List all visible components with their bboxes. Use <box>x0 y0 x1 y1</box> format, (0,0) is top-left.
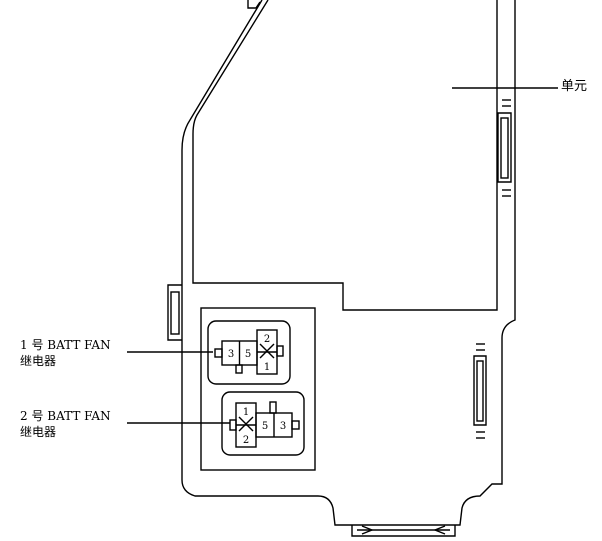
right-connector-lower-slot <box>476 360 484 422</box>
relay1-label-line1: 1 号 BATT FAN <box>20 338 111 352</box>
relay2-terminal-label: 3 <box>280 421 286 432</box>
bottom-connector-arrow-right <box>433 525 446 535</box>
housing-inner-outline <box>192 0 498 311</box>
relay2-right-latch <box>291 420 300 430</box>
right-connector-lower <box>473 355 487 426</box>
relay1-bottom-tab <box>235 364 243 374</box>
relay2-terminal-label: 2 <box>243 435 249 446</box>
relay1-terminal-label: 1 <box>264 362 270 373</box>
top-clip <box>247 0 261 9</box>
relay-panel <box>200 307 316 471</box>
left-connector <box>167 284 182 341</box>
bottom-connector-arrow-left <box>361 525 374 535</box>
housing-outer-outline <box>181 0 516 526</box>
relay1-terminal-label: 5 <box>245 349 251 360</box>
right-connector-upper-slot <box>500 117 509 179</box>
relay1-cross <box>259 343 275 359</box>
relay1-left-latch <box>214 348 223 358</box>
relay1-terminal-label: 3 <box>228 349 234 360</box>
relay2-top-tab <box>269 401 277 414</box>
bottom-connector <box>351 525 456 537</box>
relay2-terminal-label: 5 <box>262 421 268 432</box>
relay1-label: 1 号 BATT FAN 继电器 <box>20 337 111 369</box>
relay2-label: 2 号 BATT FAN 继电器 <box>20 408 111 440</box>
relay2-label-line1: 2 号 BATT FAN <box>20 409 111 423</box>
relay2-label-line2: 继电器 <box>20 425 57 439</box>
relay2-left-latch <box>229 419 237 431</box>
left-connector-slot <box>170 291 180 335</box>
relay2-cross <box>238 416 254 432</box>
relay1-right-latch <box>276 345 284 357</box>
unit-label: 单元 <box>561 79 588 94</box>
relay1-label-line2: 继电器 <box>20 354 57 368</box>
relay2-terminal-label: 1 <box>243 407 249 418</box>
relay1-terminal-label: 2 <box>264 334 270 345</box>
right-connector-upper <box>497 112 512 183</box>
